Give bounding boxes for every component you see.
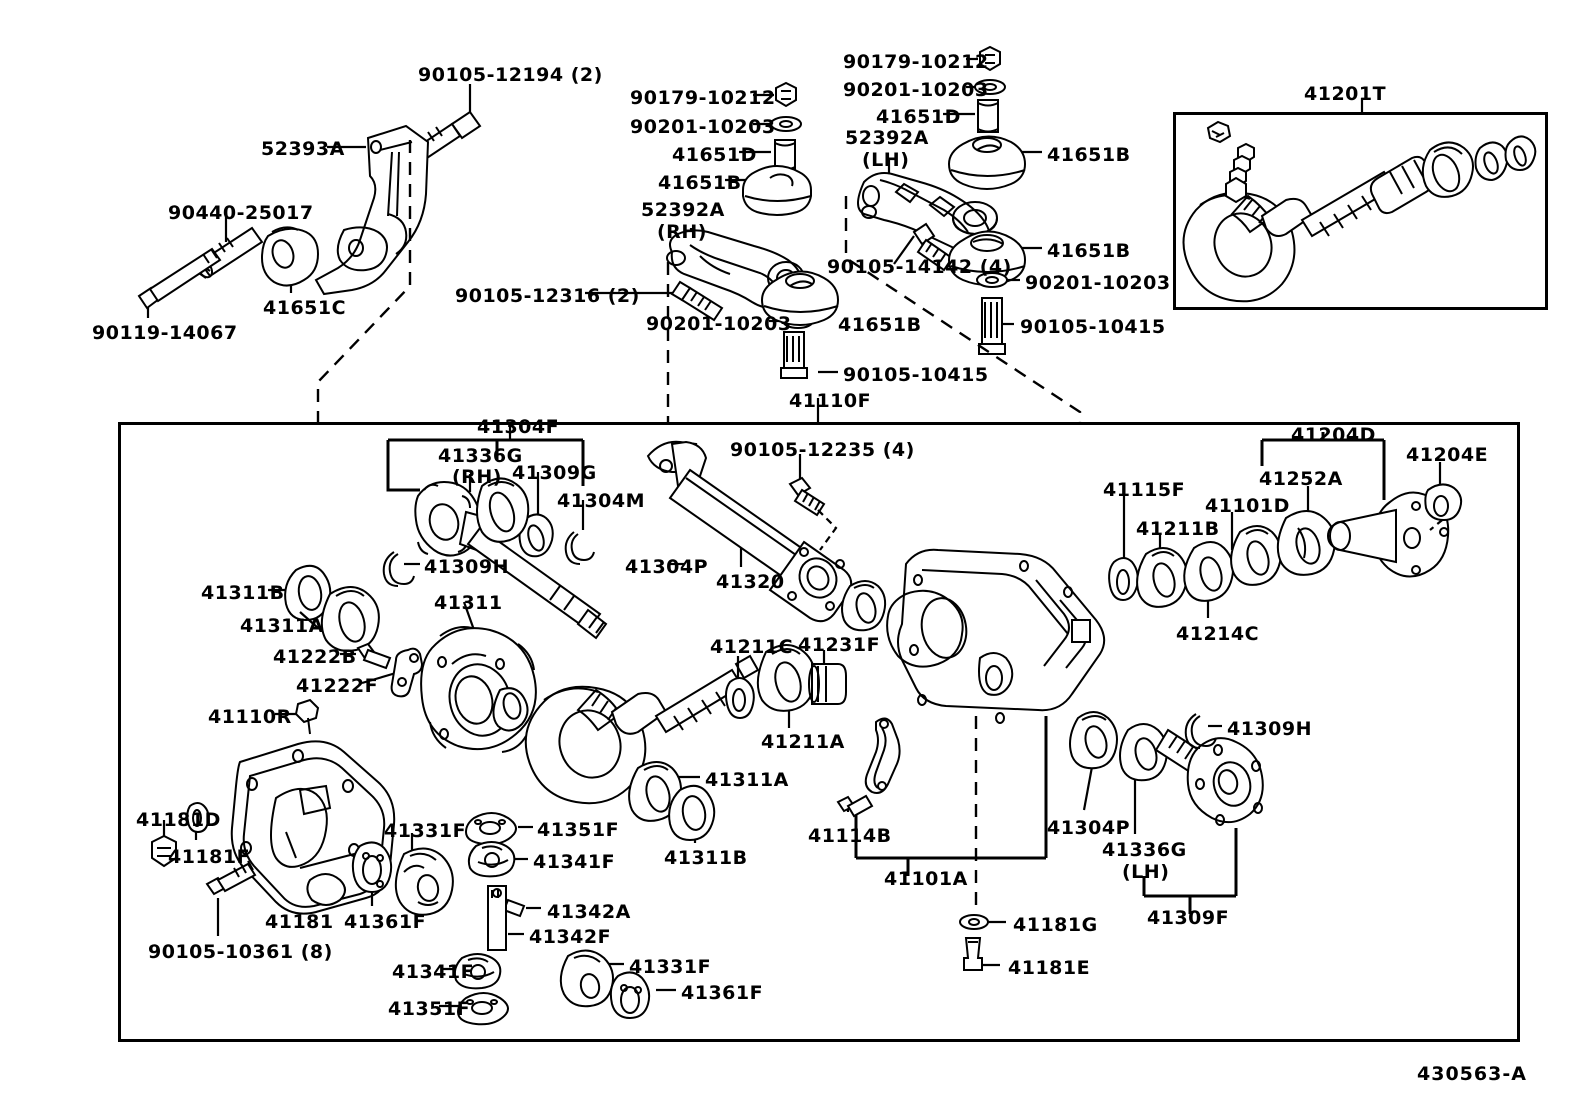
- part-label-41651b: 41651B: [1047, 240, 1131, 262]
- part-label-90105-14142-4: 90105-14142 (4): [827, 256, 1012, 278]
- part-label-41204e: 41204E: [1406, 444, 1489, 466]
- part-label-90105-12316-2: 90105-12316 (2): [455, 285, 640, 307]
- collar-41651d-lh: [977, 99, 999, 133]
- main-assembly-box: [118, 422, 1520, 1042]
- part-label-41211b: 41211B: [1136, 518, 1220, 540]
- part-label-41311b: 41311B: [201, 582, 285, 604]
- part-label-90105-12235-4: 90105-12235 (4): [730, 439, 915, 461]
- nut-90179-10212-rh: [775, 81, 797, 108]
- part-label-41651b: 41651B: [658, 172, 742, 194]
- part-label-41204d: 41204D: [1291, 424, 1376, 446]
- part-label-41341f: 41341F: [392, 961, 475, 983]
- inset-41201t-box: [1173, 112, 1548, 310]
- part-label-41181e: 41181E: [1008, 957, 1091, 979]
- part-label-90201-10203: 90201-10203: [1025, 272, 1171, 294]
- part-label-90201-10203: 90201-10203: [843, 79, 989, 101]
- part-label-41361f: 41361F: [681, 982, 764, 1004]
- part-label-90201-10203: 90201-10203: [646, 313, 792, 335]
- part-label-41231f: 41231F: [798, 634, 881, 656]
- part-label-41311: 41311: [434, 592, 503, 614]
- part-label-41214c: 41214C: [1176, 623, 1260, 645]
- insulator-41651b-rh: [742, 165, 812, 216]
- part-label-41304p: 41304P: [625, 556, 709, 578]
- part-label-41181g: 41181G: [1013, 914, 1098, 936]
- part-label-41320: 41320: [716, 571, 785, 593]
- part-label-41110f: 41110F: [789, 390, 872, 412]
- part-label-lh: (LH): [862, 149, 910, 171]
- part-label-90119-14067: 90119-14067: [92, 322, 238, 344]
- part-label-41309h: 41309H: [424, 556, 510, 578]
- part-label-41651b: 41651B: [1047, 144, 1131, 166]
- part-label-41304f: 41304F: [477, 416, 560, 438]
- part-label-41651b: 41651B: [838, 314, 922, 336]
- part-label-90440-25017: 90440-25017: [168, 202, 314, 224]
- part-label-rh: (RH): [657, 221, 707, 243]
- part-label-41304p: 41304P: [1047, 817, 1131, 839]
- part-label-41331f: 41331F: [629, 956, 712, 978]
- part-label-41181: 41181: [265, 911, 334, 933]
- part-label-41114b: 41114B: [808, 825, 892, 847]
- part-label-41336g: 41336G: [1102, 839, 1187, 861]
- part-label-90105-12194-2: 90105-12194 (2): [418, 64, 603, 86]
- part-label-41651c: 41651C: [263, 297, 347, 319]
- part-label-41309h: 41309H: [1227, 718, 1313, 740]
- part-label-90179-10212: 90179-10212: [630, 87, 776, 109]
- part-label-41331f: 41331F: [384, 820, 467, 842]
- part-label-41342a: 41342A: [547, 901, 631, 923]
- part-label-41341f: 41341F: [533, 851, 616, 873]
- part-label-41252a: 41252A: [1259, 468, 1343, 490]
- part-label-41336g: 41336G: [438, 445, 523, 467]
- part-label-41101a: 41101A: [884, 868, 968, 890]
- part-label-41304m: 41304M: [557, 490, 646, 512]
- part-label-41351f: 41351F: [537, 819, 620, 841]
- part-label-41211c: 41211C: [710, 636, 794, 658]
- part-label-52392a: 52392A: [641, 199, 725, 221]
- bolt-90105-10415-lh: [978, 297, 1006, 355]
- part-label-41309g: 41309G: [512, 462, 597, 484]
- sleeve-90440-25017: [195, 226, 264, 279]
- part-label-41181f: 41181F: [168, 846, 251, 868]
- bolt-90119-14067: [137, 237, 234, 310]
- part-label-52393a: 52393A: [261, 138, 345, 160]
- part-label-41115f: 41115F: [1103, 479, 1186, 501]
- bolt-90105-12194: [402, 110, 482, 170]
- part-label-41351f: 41351F: [388, 998, 471, 1020]
- part-label-41222b: 41222B: [273, 646, 357, 668]
- bushing-41651c: [260, 226, 320, 287]
- part-label-41311b: 41311B: [664, 847, 748, 869]
- part-label-rh: (RH): [452, 466, 502, 488]
- part-label-41101d: 41101D: [1205, 495, 1290, 517]
- part-label-41651d: 41651D: [876, 106, 961, 128]
- part-label-52392a: 52392A: [845, 127, 929, 149]
- collar-41651d-rh: [774, 139, 796, 171]
- diagram-id: 430563-A: [1417, 1063, 1527, 1085]
- part-label-lh: (LH): [1122, 861, 1170, 883]
- part-label-41651d: 41651D: [672, 144, 757, 166]
- part-label-90179-10212: 90179-10212: [843, 51, 989, 73]
- insulator-41651b-lh-upper: [947, 135, 1027, 190]
- part-label-41311a: 41311A: [240, 615, 324, 637]
- part-label-41309f: 41309F: [1147, 907, 1230, 929]
- part-label-41311a: 41311A: [705, 769, 789, 791]
- part-label-41361f: 41361F: [344, 911, 427, 933]
- part-label-90105-10415: 90105-10415: [843, 364, 989, 386]
- part-label-90105-10361-8: 90105-10361 (8): [148, 941, 333, 963]
- part-label-41222f: 41222F: [296, 675, 379, 697]
- part-label-41201t: 41201T: [1304, 83, 1387, 105]
- part-label-90201-10203: 90201-10203: [630, 116, 776, 138]
- part-label-90105-10415: 90105-10415: [1020, 316, 1166, 338]
- bolt-90105-10415-center: [780, 331, 808, 379]
- part-label-41110r: 41110R: [208, 706, 292, 728]
- part-label-41342f: 41342F: [529, 926, 612, 948]
- part-label-41181d: 41181D: [136, 809, 221, 831]
- arm-52392a-lh: [857, 172, 998, 253]
- part-label-41211a: 41211A: [761, 731, 845, 753]
